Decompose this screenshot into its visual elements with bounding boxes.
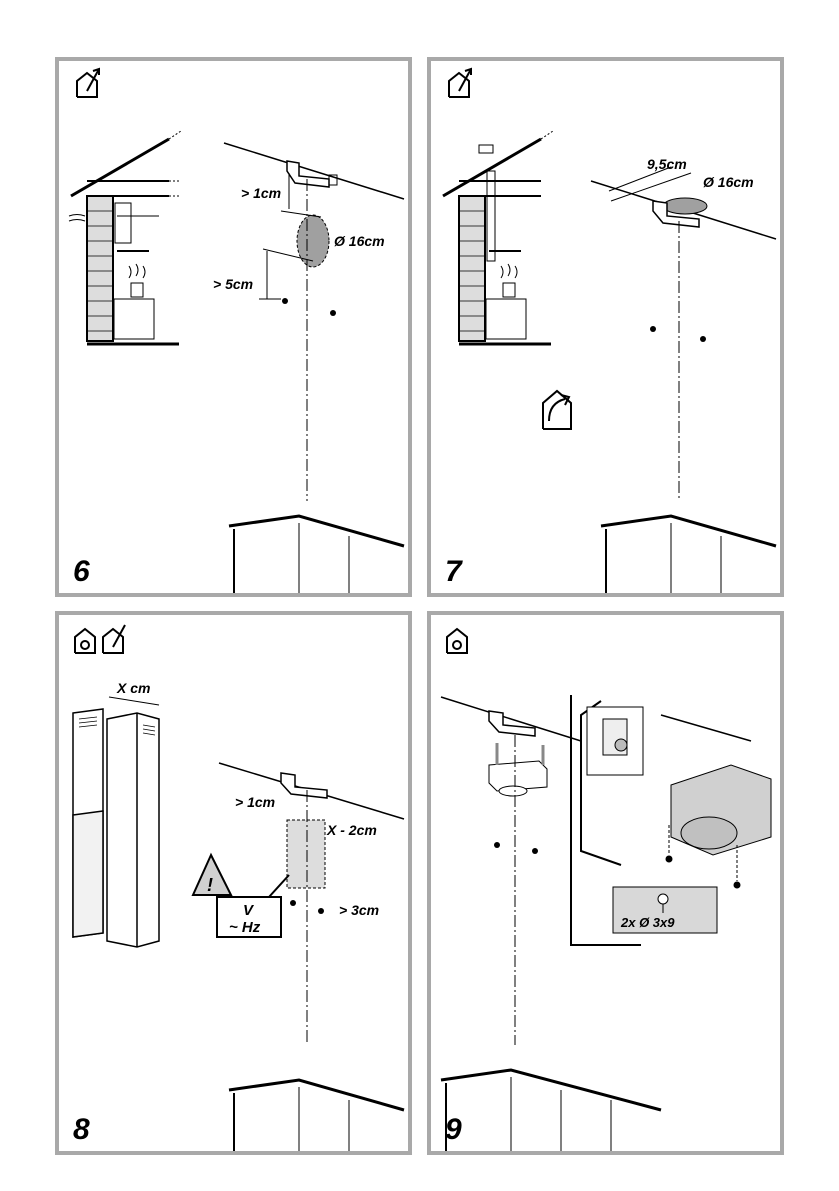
ducted-mode-icon (76, 67, 100, 98)
diameter-label: Ø 16cm (703, 174, 754, 190)
ceiling-bracket (218, 762, 405, 820)
detail-zoom (586, 706, 644, 776)
width-label: 9,5cm (647, 156, 687, 172)
width-dimension (108, 696, 160, 706)
gap-top-label: > 1cm (241, 185, 281, 201)
ducted-mode-icon (448, 67, 472, 98)
wall-screws (282, 298, 336, 316)
step-number: 9 (445, 1113, 462, 1146)
step-8-illustration: X cm > 1cm X - 2cm > 3cm ! V ~ Hz 8 (72, 624, 405, 1151)
wall-screws (494, 842, 538, 854)
recirculation-mode-icon (74, 627, 96, 654)
warning-icon (191, 852, 290, 938)
worktop (228, 514, 405, 593)
ceiling-bracket (223, 142, 405, 200)
worktop (440, 1068, 662, 1151)
diameter-label: Ø 16cm (334, 233, 385, 249)
house-section (442, 130, 554, 346)
worktop (600, 514, 777, 593)
step-7-panel: 9,5cm Ø 16cm 7 (427, 57, 784, 597)
hood-body (660, 714, 772, 856)
chimney-sections (72, 708, 160, 948)
worktop (228, 1078, 405, 1151)
wall-screws (290, 900, 324, 914)
step-8-panel: X cm > 1cm X - 2cm > 3cm ! V ~ Hz 8 (55, 611, 412, 1155)
screw-spec-box (612, 886, 718, 934)
dimension-arrows (259, 173, 322, 300)
step-number: 8 (73, 1113, 90, 1146)
socket-width-label: X - 2cm (326, 822, 377, 838)
wall-screws (650, 326, 706, 342)
chimney-width-label: X cm (116, 680, 150, 696)
gap-top-label: > 1cm (235, 794, 275, 810)
warning-mark: ! (207, 875, 213, 895)
ceiling-bracket (440, 696, 582, 742)
step-number: 6 (73, 555, 90, 588)
recirculation-mode-icon (542, 389, 572, 430)
frequency-label: ~ Hz (229, 919, 261, 936)
socket-zone (286, 819, 326, 889)
step-9-illustration: 2x Ø 3x9 9 (440, 627, 772, 1151)
ducted-mode-icon (102, 624, 126, 654)
filter-adapter (488, 743, 548, 797)
voltage-label: V (243, 902, 255, 919)
house-section (68, 130, 182, 346)
gap-side-label: > 5cm (213, 276, 253, 292)
step-9-panel: 2x Ø 3x9 9 (427, 611, 784, 1155)
step-7-illustration: 9,5cm Ø 16cm 7 (442, 67, 777, 593)
step-6-panel: > 1cm Ø 16cm > 5cm 6 (55, 57, 412, 597)
dimension-arrows (608, 166, 692, 202)
step-6-illustration: > 1cm Ø 16cm > 5cm 6 (68, 67, 405, 593)
screw-spec-label: 2x Ø 3x9 (620, 915, 675, 930)
recirculation-mode-icon (446, 627, 468, 654)
step-number: 7 (445, 555, 463, 588)
duct-hole (296, 214, 330, 268)
screw-drops (665, 825, 741, 889)
gap-side-label: > 3cm (339, 902, 379, 918)
ceiling-bracket (590, 180, 777, 240)
